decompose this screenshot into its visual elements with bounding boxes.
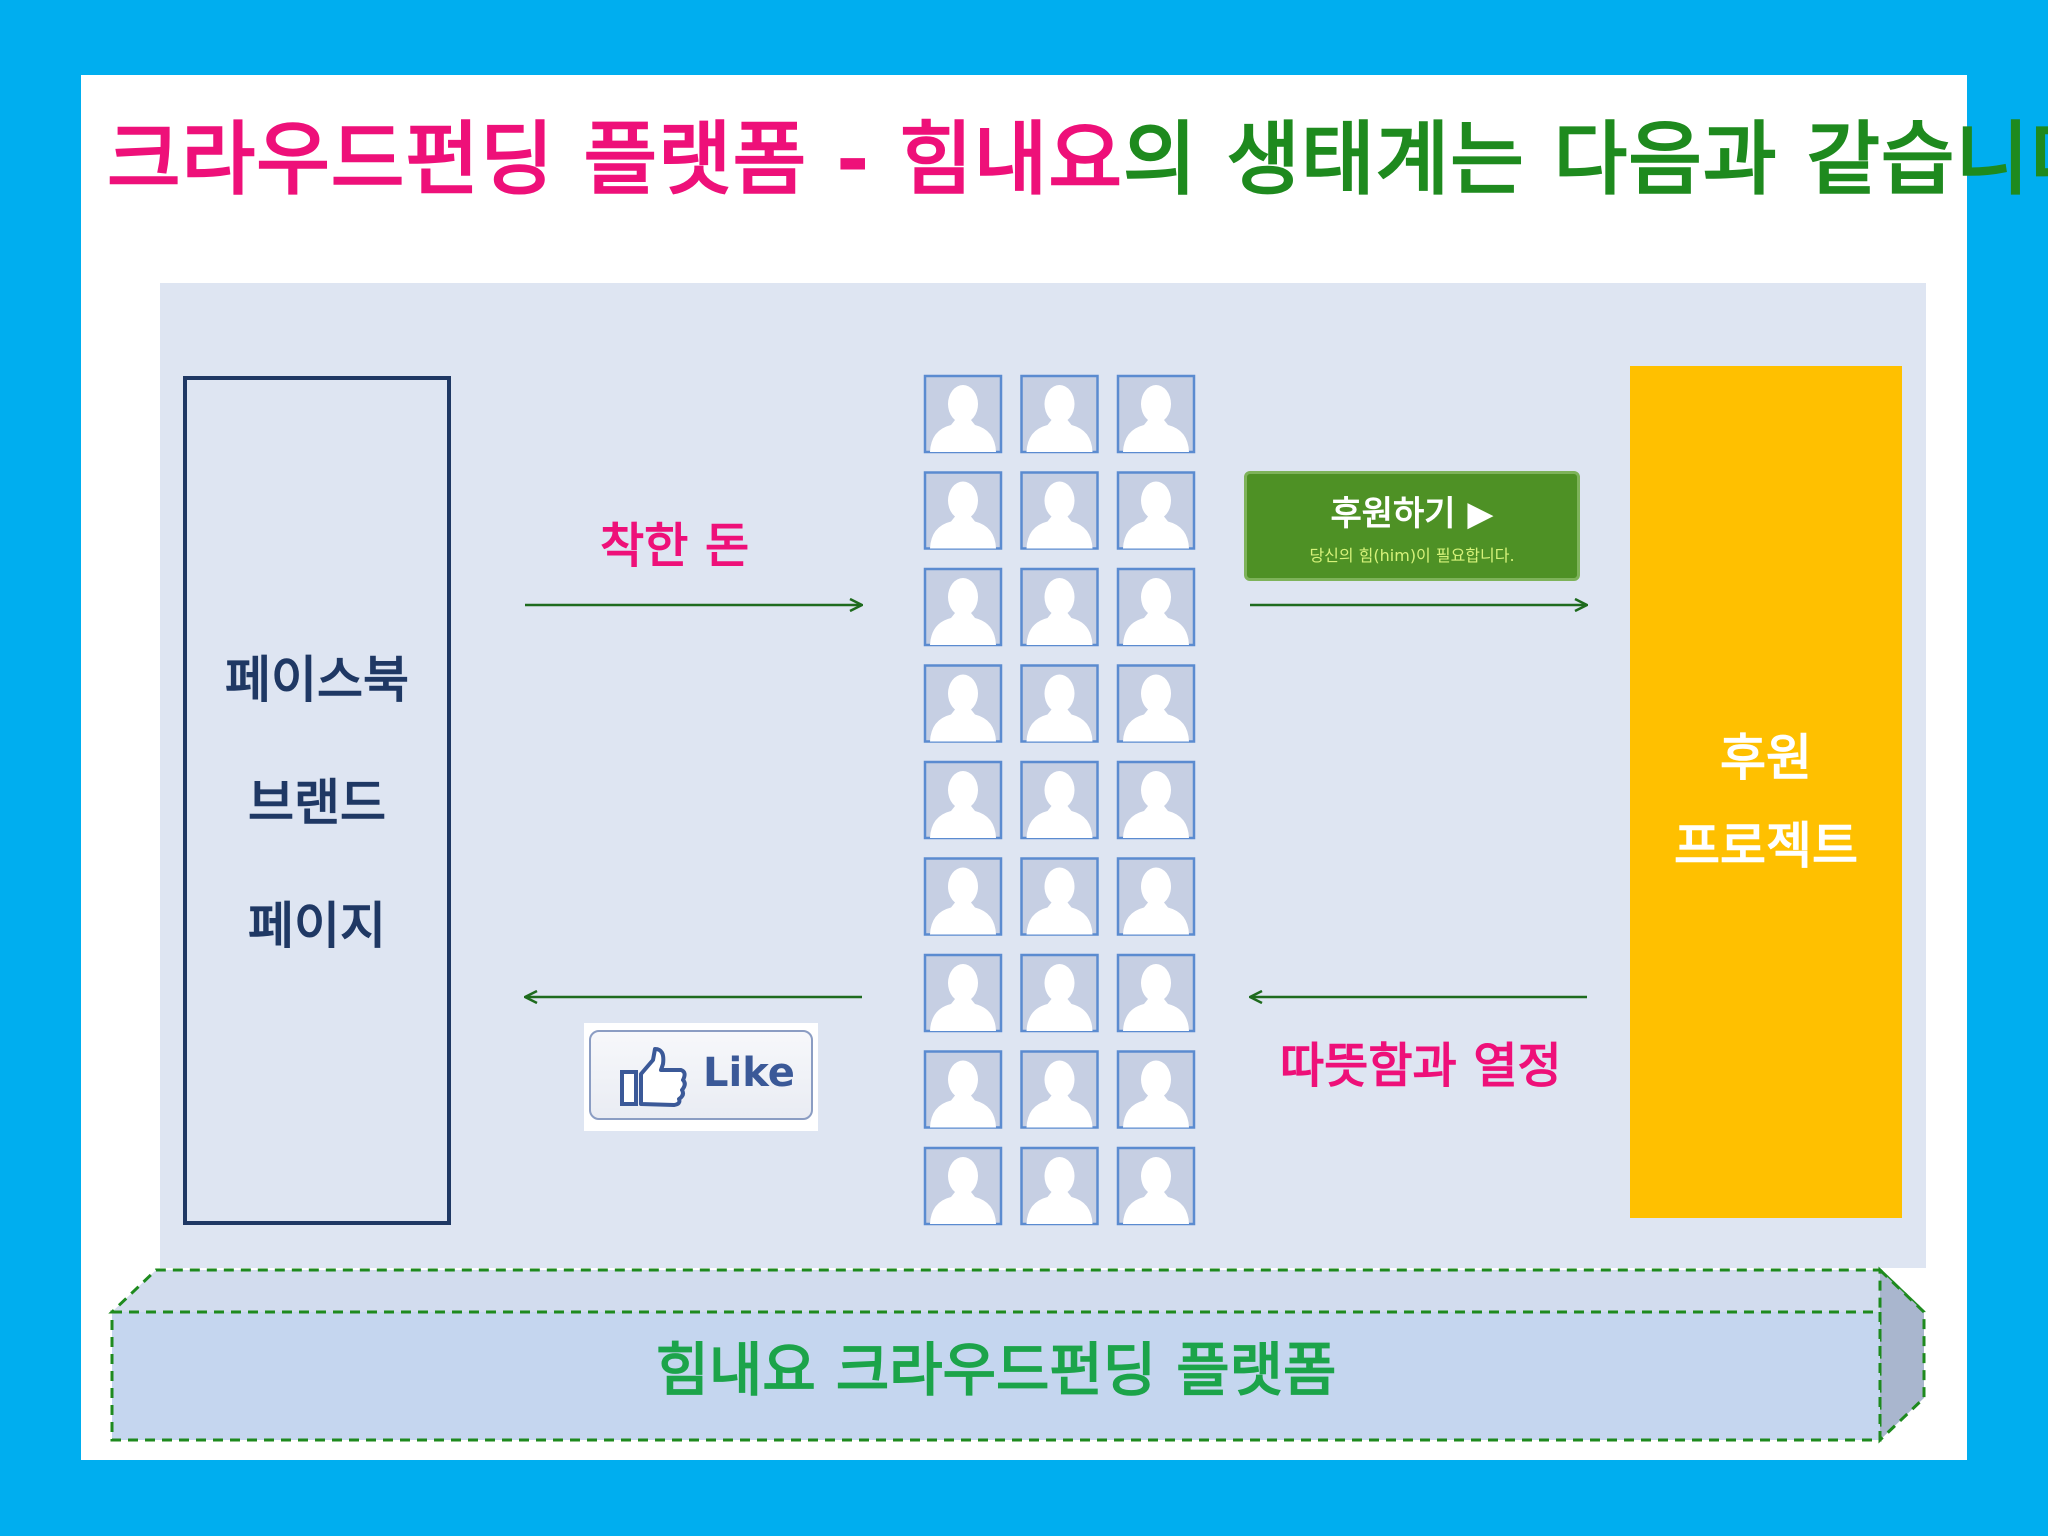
user-avatar-icon xyxy=(923,471,1003,550)
user-avatar-icon xyxy=(923,760,1003,840)
user-avatar-icon xyxy=(1116,953,1196,1033)
warmth-passion-label: 따뜻함과 열정 xyxy=(1280,1038,1562,1094)
user-avatar-icon xyxy=(1020,1146,1099,1226)
user-avatar-icon xyxy=(923,1146,1003,1226)
user-avatar-icon xyxy=(1116,471,1196,550)
project-box-line2: 프로젝트 xyxy=(1674,817,1858,875)
facebook-brand-page-box xyxy=(183,376,451,1225)
user-avatar-icon xyxy=(1116,664,1196,743)
user-avatar-icon xyxy=(1020,953,1099,1033)
like-button-frame: Like xyxy=(589,1030,813,1120)
user-avatar-icon xyxy=(923,857,1003,936)
facebook-box-line3: 페이지 xyxy=(248,897,386,955)
title-rest: 의 생태계는 다음과 같습니다 xyxy=(1122,113,2048,206)
platform-box-side xyxy=(1878,1266,1926,1444)
platform-box-front xyxy=(110,1310,1882,1442)
user-avatar-icon xyxy=(1020,664,1099,743)
user-avatar-icon xyxy=(923,567,1003,647)
facebook-box-line2: 브랜드 xyxy=(248,774,386,832)
platform-label: 힘내요 크라우드펀딩 플랫폼 xyxy=(655,1336,1337,1404)
like-button[interactable]: Like xyxy=(584,1023,818,1131)
support-button-subtitle: 당신의 힘(him)이 필요합니다. xyxy=(1309,546,1515,565)
platform-box-top xyxy=(108,1268,1928,1314)
user-avatar-icon xyxy=(923,953,1003,1033)
crowd-avatar-grid xyxy=(923,374,1196,1226)
user-avatar-icon xyxy=(1020,760,1099,840)
support-button-title: 후원하기 ▶ xyxy=(1330,494,1494,534)
user-avatar-icon xyxy=(1020,857,1099,936)
user-avatar-icon xyxy=(1020,1050,1099,1129)
good-money-label: 착한 돈 xyxy=(600,518,750,574)
user-avatar-icon xyxy=(923,664,1003,743)
project-box-line1: 후원 xyxy=(1720,729,1812,787)
title-highlight: 크라우드펀딩 플랫폼 - 힘내요 xyxy=(107,113,1123,206)
user-avatar-icon xyxy=(1116,1050,1196,1129)
user-avatar-icon xyxy=(1020,471,1099,550)
thumbs-up-icon xyxy=(620,1047,687,1107)
user-avatar-icon xyxy=(1116,374,1196,454)
user-avatar-icon xyxy=(923,374,1003,454)
facebook-box-line1: 페이스북 xyxy=(225,651,409,709)
user-avatar-icon xyxy=(923,1050,1003,1129)
support-project-box xyxy=(1630,366,1902,1218)
like-button-label: Like xyxy=(703,1050,795,1096)
user-avatar-icon xyxy=(1116,857,1196,936)
user-avatar-icon xyxy=(1116,1146,1196,1226)
user-avatar-icon xyxy=(1020,374,1099,454)
user-avatar-icon xyxy=(1116,567,1196,647)
user-avatar-icon xyxy=(1020,567,1099,647)
user-avatar-icon xyxy=(1116,760,1196,840)
page-title: 크라우드펀딩 플랫폼 - 힘내요의 생태계는 다음과 같습니다 xyxy=(107,100,2048,220)
support-button[interactable]: 후원하기 ▶ 당신의 힘(him)이 필요합니다. xyxy=(1244,471,1580,581)
